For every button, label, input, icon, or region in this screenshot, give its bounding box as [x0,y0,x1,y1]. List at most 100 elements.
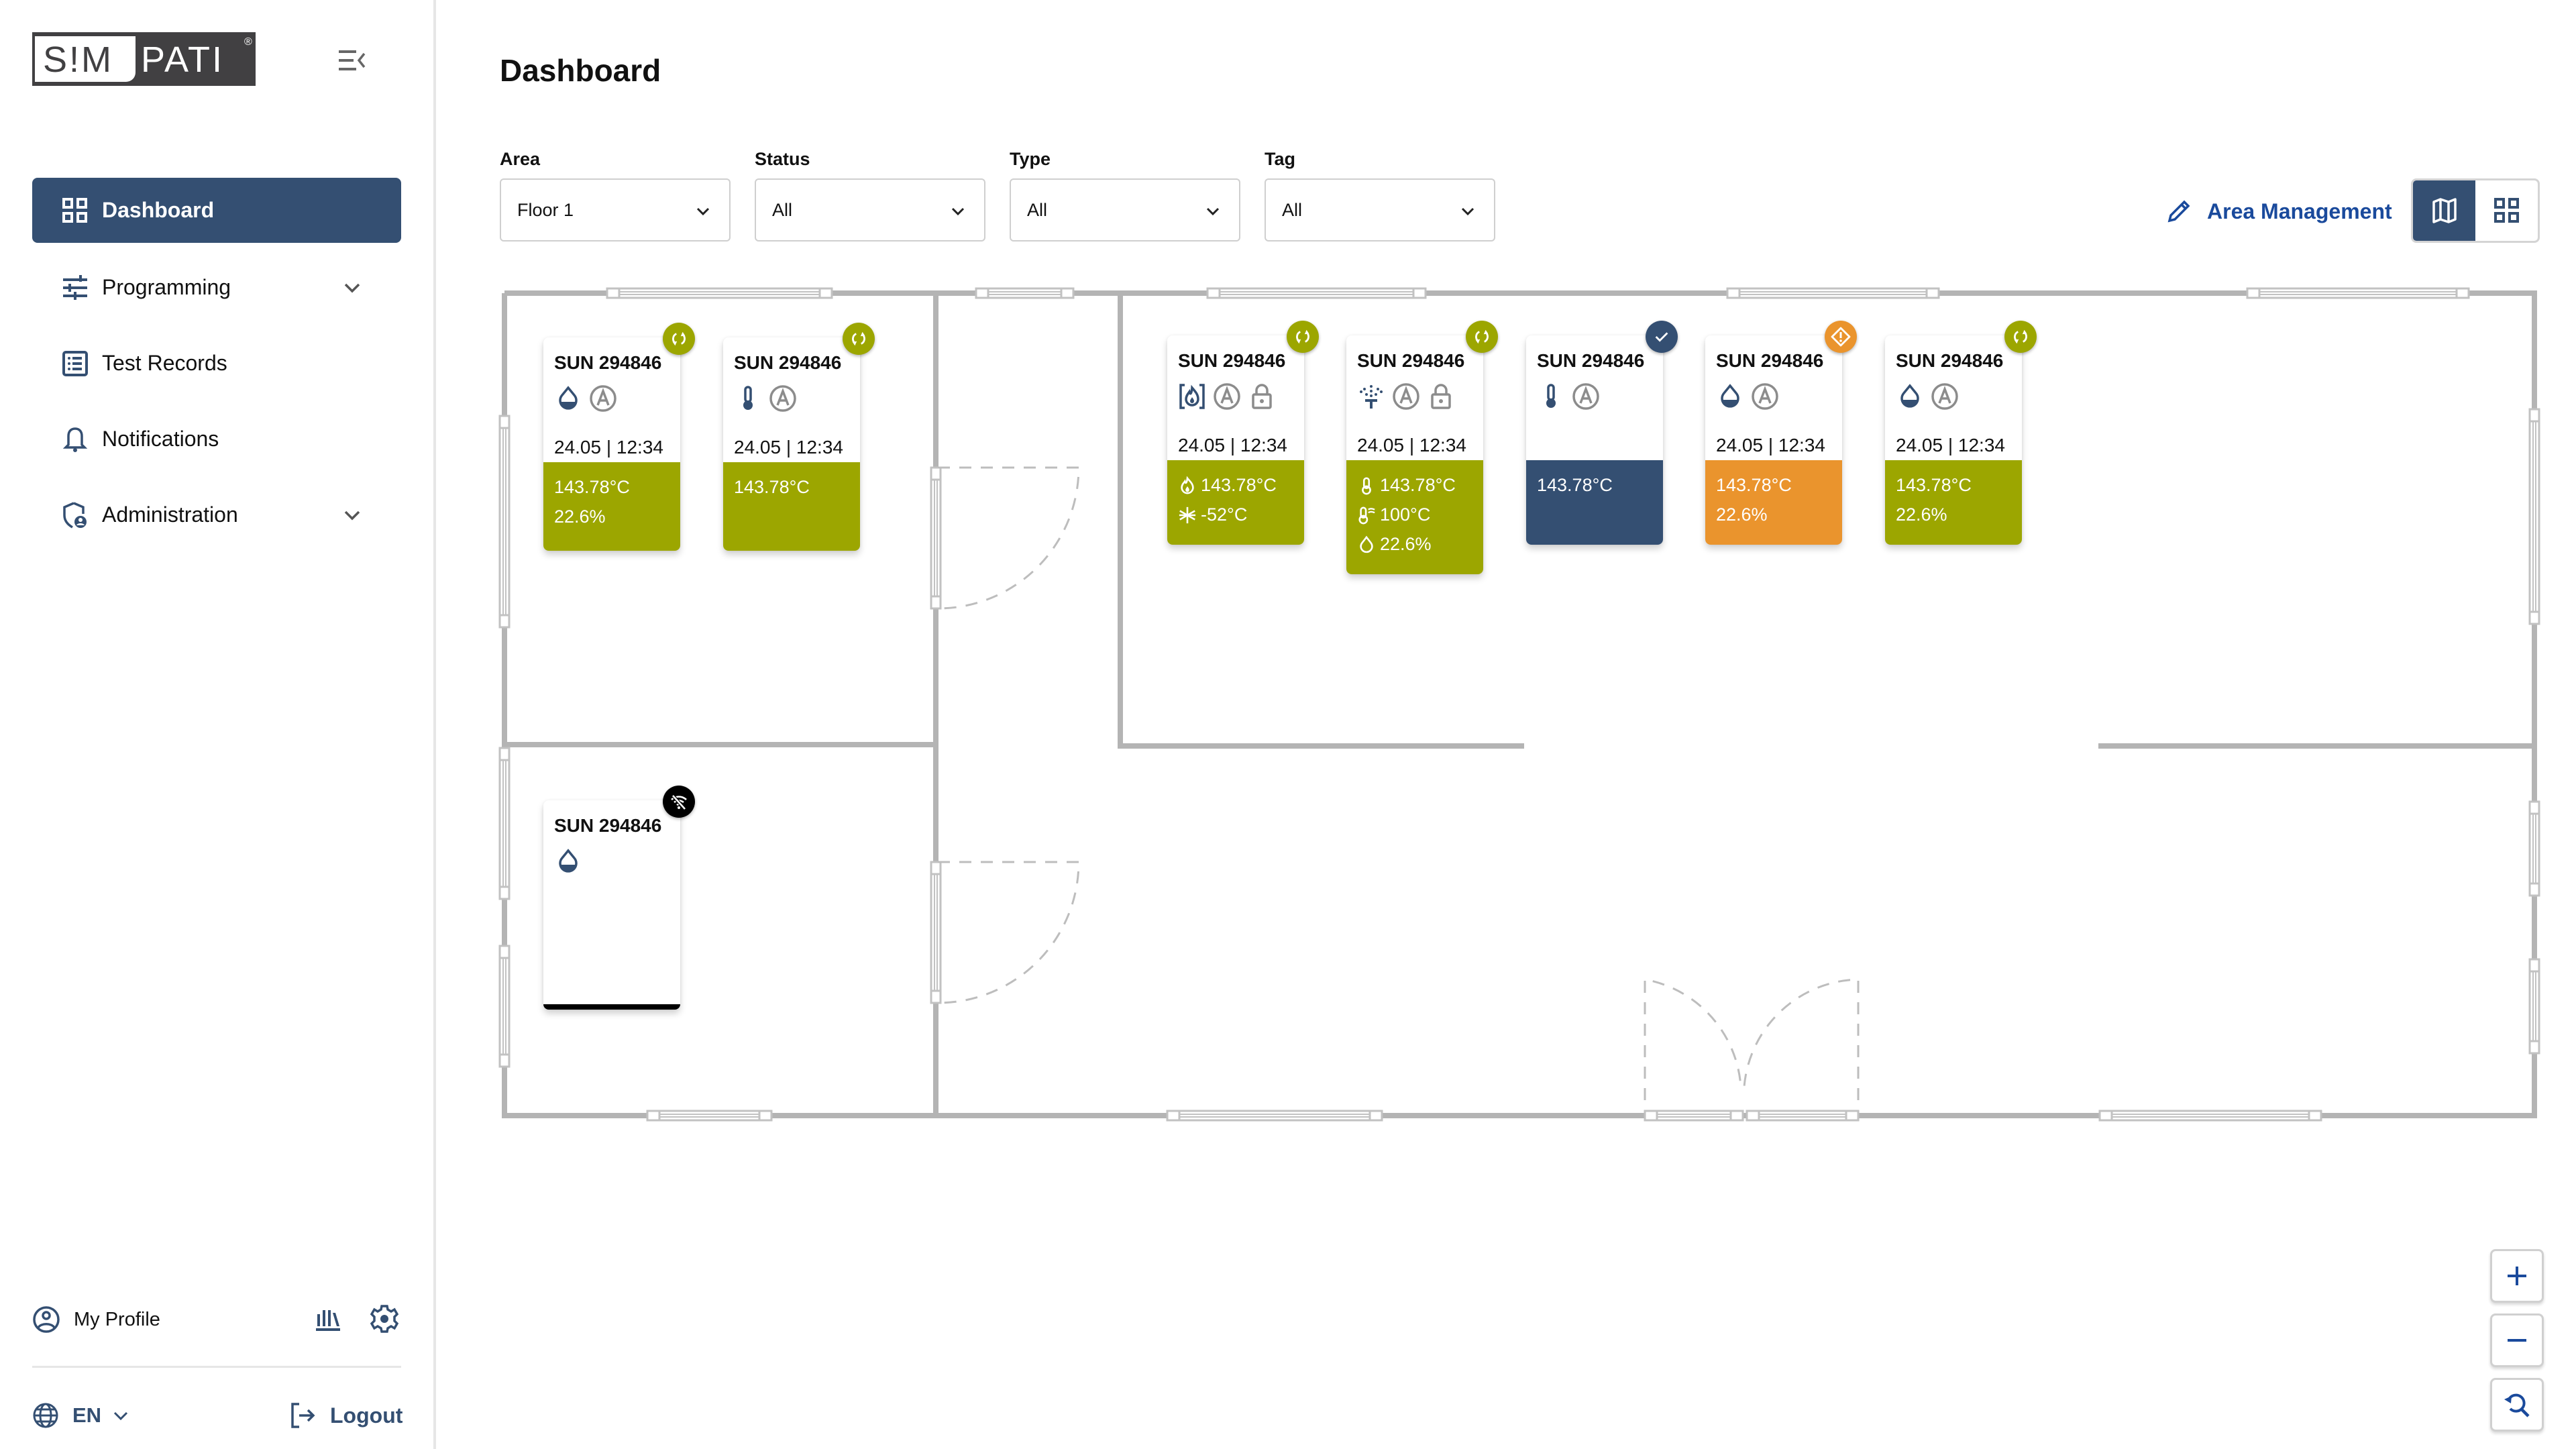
logout-button[interactable]: Logout [290,1395,402,1436]
area-management-button[interactable]: Area Management [2165,195,2392,228]
auto-mode-icon [1572,382,1600,411]
device-readings: 143.78°C [1526,460,1663,545]
window-frame [758,1110,773,1122]
zoom-out-button[interactable] [2490,1313,2544,1367]
page-title: Dashboard [500,53,661,88]
status-select-value: All [772,200,793,220]
window [1166,1110,1383,1122]
window [498,415,511,629]
thermometer-icon [1357,476,1376,495]
window-frame [1746,1110,1760,1122]
window-frame [2308,1110,2322,1122]
area-select[interactable]: Floor 1 [500,178,731,241]
map-view-button[interactable] [2413,180,2475,241]
reading-row: 22.6% [554,506,606,527]
humidity-drop-icon [1896,382,1924,411]
sidebar-item-dashboard[interactable]: Dashboard [32,178,401,243]
tag-select[interactable]: All [1265,178,1495,241]
status-badge-warning [1825,321,1857,353]
sync-icon [1296,329,1309,344]
filter-label-status: Status [755,149,810,169]
type-select-value: All [1027,200,1048,220]
grid-view-button[interactable] [2475,180,2538,241]
type-select[interactable]: All [1010,178,1240,241]
window [1644,1110,1744,1122]
device-icons [1537,381,1600,412]
reading-value: 143.78°C [1896,475,1972,495]
sidebar-item-notifications[interactable]: Notifications [32,407,401,472]
sidebar-item-programming[interactable]: Programming [32,255,401,320]
logo-white-block [35,36,136,82]
window-frame [930,466,942,481]
bar-chart-icon [316,1310,340,1331]
reading-row: 143.78°C [554,477,630,498]
sidebar-item-administration[interactable]: Administration [32,482,401,547]
stats-button[interactable] [314,1305,342,1333]
view-mode-toggle [2411,178,2540,243]
reading-value: 143.78°C [1380,475,1456,495]
window-frame [2528,882,2540,897]
status-badge-syncing [1466,321,1498,353]
sprinkler-icon [1357,382,1385,411]
settings-button[interactable] [369,1303,400,1334]
sidebar-item-test-records[interactable]: Test Records [32,331,401,396]
gear-icon [370,1305,399,1333]
window-frame [1166,1110,1181,1122]
language-selector[interactable]: EN [32,1395,129,1436]
status-select[interactable]: All [755,178,985,241]
device-card[interactable]: SUN 294846 [543,786,695,1010]
pencil-icon [2167,200,2190,223]
device-datetime: 24.05 | 12:34 [1716,435,1825,455]
grid-icon [62,197,87,223]
chevron-down-icon [114,1411,128,1421]
window-frame [1206,287,1221,299]
reading-row: 100°C [1357,504,1430,525]
thermometer-icon [734,384,762,413]
reading-value: 22.6% [554,506,606,527]
window-frame [498,945,511,959]
device-icons [554,383,617,414]
device-name: SUN 294846 [1716,350,1824,371]
simpati-logo[interactable]: S!M PATI ® [32,32,256,86]
device-readings: 143.78°C-52°C [1167,460,1304,545]
device-readings: 143.78°C [723,462,860,551]
sidebar-collapse-button[interactable] [339,48,368,72]
heating-icon [1178,382,1206,411]
device-datetime: 24.05 | 12:34 [1178,435,1287,455]
reading-value: 22.6% [1380,534,1432,554]
window-frame [1368,1110,1383,1122]
sync-icon [2014,329,2027,344]
window-frame [2528,610,2540,625]
bell-icon [62,427,88,452]
lock-icon [1427,382,1455,411]
grid-icon [2493,198,2519,223]
window-frame [2528,1040,2540,1055]
window-frame [498,415,511,429]
window-frame [1845,1110,1860,1122]
humidity-drop-icon [1716,382,1744,411]
zoom-in-button[interactable] [2490,1249,2544,1303]
logout-label: Logout [330,1403,403,1428]
my-profile-link[interactable]: My Profile [32,1299,160,1340]
reading-row: 143.78°C [1716,475,1792,496]
reading-value: 100°C [1380,504,1431,525]
menu-collapse-icon [339,50,366,70]
window [1726,287,1940,299]
status-badge-syncing [2004,321,2037,353]
reading-row: 143.78°C [1357,475,1456,496]
chevron-down-icon [696,207,710,216]
window [498,747,511,900]
user-circle-icon [33,1306,60,1333]
zoom-reset-button[interactable] [2490,1378,2544,1432]
sync-icon [672,331,686,346]
auto-mode-icon [1751,382,1779,411]
chevron-down-icon [344,283,360,292]
